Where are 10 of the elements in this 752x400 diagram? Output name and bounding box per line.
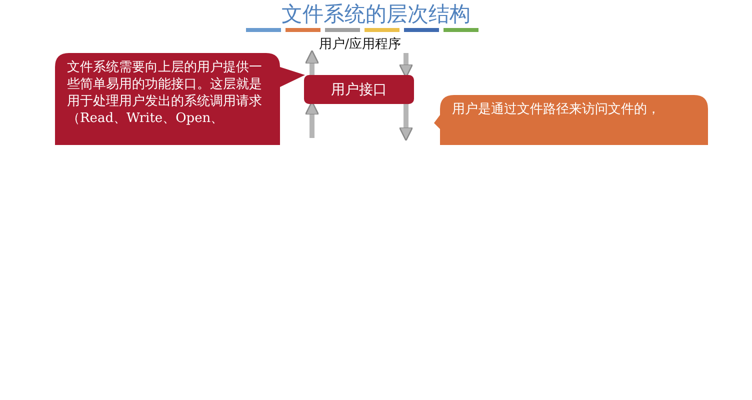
arrow — [398, 104, 414, 142]
node-label: 用户/应用程序 — [318, 36, 402, 53]
arrow — [304, 50, 320, 75]
callout-text: 用户是通过文件路径来访问文件的， — [452, 101, 661, 118]
callout-text: 文件系统需要向上层的用户提供一些简单易用的功能接口。这层就是用于处理用户发出的系统调用请求（Read、Write、Open、 — [67, 59, 263, 127]
process-box — [304, 75, 414, 104]
speech-bubble — [55, 53, 305, 145]
title: 文件系统的层次结构 — [280, 1, 472, 28]
speech-bubble — [434, 95, 708, 145]
node-label: 用户接口 — [331, 80, 387, 98]
